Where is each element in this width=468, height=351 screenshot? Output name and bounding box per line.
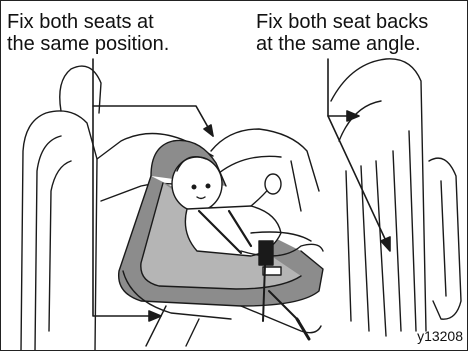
caption-seat-position: Fix both seats at the same position. <box>7 11 237 55</box>
right-vehicle-seat <box>331 59 461 336</box>
caption-seatback-angle: Fix both seat backs at the same angle. <box>256 11 466 55</box>
figure-id-label: y13208 <box>417 328 463 344</box>
